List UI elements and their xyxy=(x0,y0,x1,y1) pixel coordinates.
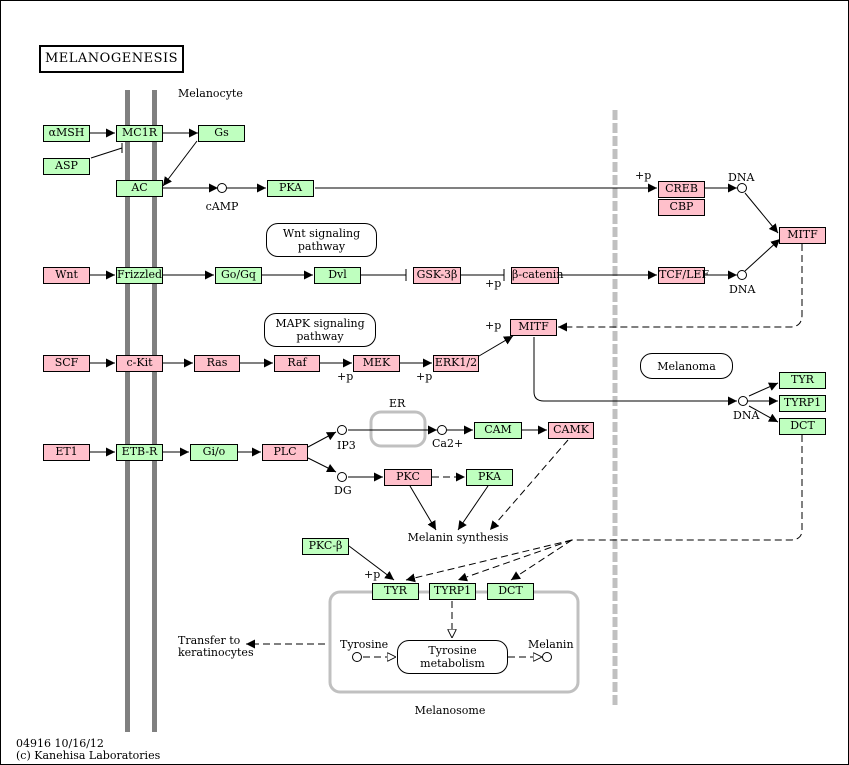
gene-ras[interactable]: Ras xyxy=(194,355,240,372)
gene-pkc[interactable]: PKC xyxy=(384,469,432,486)
gene-tcf-lef[interactable]: TCF/LEF xyxy=(658,267,709,284)
gene-dct[interactable]: DCT xyxy=(779,418,826,435)
gene-pka[interactable]: PKA xyxy=(267,180,314,197)
gene-tyr-melanosome[interactable]: TYR xyxy=(372,583,419,600)
tyrosine-metabolism-link[interactable]: Tyrosine metabolism xyxy=(397,640,508,674)
gene-mc1r[interactable]: MC1R xyxy=(116,125,163,142)
gene-gi-o[interactable]: Gi/o xyxy=(190,444,238,461)
gene-beta-catenin[interactable]: β-catenin xyxy=(511,267,563,284)
dna-label-2: DNA xyxy=(729,283,756,296)
er-label: ER xyxy=(389,397,406,410)
melanoma-pathway-link[interactable]: Melanoma xyxy=(640,353,733,379)
gene-wnt[interactable]: Wnt xyxy=(43,267,90,284)
gene-etb-r[interactable]: ETB-R xyxy=(116,444,163,461)
footer-copyright: (c) Kanehisa Laboratories xyxy=(16,749,161,762)
footer-code: 04916 10/16/12 xyxy=(16,737,104,750)
camp-label: cAMP xyxy=(205,200,239,213)
gene-dvl[interactable]: Dvl xyxy=(314,267,361,284)
gene-et1[interactable]: ET1 xyxy=(43,444,90,461)
gene-pka-2[interactable]: PKA xyxy=(466,469,513,486)
gene-mek[interactable]: MEK xyxy=(353,355,400,372)
dna-label-3: DNA xyxy=(733,409,760,422)
melanin-label: Melanin xyxy=(528,638,574,651)
gene-creb[interactable]: CREB xyxy=(658,181,705,198)
camp-compound xyxy=(217,183,227,193)
er-compartment xyxy=(369,410,427,448)
dg-label: DG xyxy=(334,484,352,497)
melanin-compound xyxy=(542,652,552,662)
gene-cbp[interactable]: CBP xyxy=(658,199,705,216)
gene-raf[interactable]: Raf xyxy=(274,355,320,372)
gene-asp[interactable]: ASP xyxy=(43,158,90,175)
gene-mitf-2[interactable]: MITF xyxy=(510,319,557,336)
gene-go-gq[interactable]: Go/Gq xyxy=(215,267,262,284)
dg-compound xyxy=(337,472,347,482)
gene-tyr[interactable]: TYR xyxy=(779,372,826,389)
cell-membrane-1 xyxy=(125,90,130,732)
dna-tyr-compound xyxy=(738,396,748,406)
gene-tyrp1[interactable]: TYRP1 xyxy=(779,395,826,412)
phospho-mek-label: +p xyxy=(337,370,354,383)
phospho-tyr-label: +p xyxy=(364,568,381,581)
gene-amsh[interactable]: αMSH xyxy=(43,125,90,142)
melanosome-label: Melanosome xyxy=(414,704,486,717)
ip3-compound xyxy=(337,425,347,435)
gene-frizzled[interactable]: Frizzled xyxy=(116,267,163,284)
phospho-bcat-label: +p xyxy=(485,277,502,290)
dna-creb-compound xyxy=(737,183,747,193)
gene-scf[interactable]: SCF xyxy=(43,355,90,372)
ca-label: Ca2+ xyxy=(432,437,464,450)
transfer-label: Transfer to keratinocytes xyxy=(178,634,254,659)
gene-plc[interactable]: PLC xyxy=(262,444,308,461)
gene-mitf[interactable]: MITF xyxy=(779,227,826,244)
gene-gs[interactable]: Gs xyxy=(198,125,245,142)
dna-label-1: DNA xyxy=(728,171,755,184)
cell-membrane-2 xyxy=(152,90,157,732)
phospho-erk-label: +p xyxy=(416,370,433,383)
mapk-pathway-link[interactable]: MAPK signaling pathway xyxy=(264,313,376,347)
gene-pkc-beta[interactable]: PKC-β xyxy=(302,538,349,555)
gene-erk[interactable]: ERK1/2 xyxy=(433,355,479,372)
gene-gsk3b[interactable]: GSK-3β xyxy=(413,267,461,284)
ca-compound xyxy=(437,425,447,435)
phospho-mitf-label: +p xyxy=(485,319,502,332)
tyrosine-compound xyxy=(352,652,362,662)
gene-camk[interactable]: CAMK xyxy=(548,422,594,439)
gene-dct-melanosome[interactable]: DCT xyxy=(487,583,534,600)
phospho-creb-label: +p xyxy=(635,169,652,182)
tyrosine-label: Tyrosine xyxy=(340,638,389,651)
pathway-title: MELANOGENESIS xyxy=(39,45,184,73)
melanocyte-label: Melanocyte xyxy=(178,87,243,100)
gene-cam[interactable]: CAM xyxy=(474,422,522,439)
dna-tcf-compound xyxy=(737,270,747,280)
ip3-label: IP3 xyxy=(337,439,356,452)
gene-tyrp1-melanosome[interactable]: TYRP1 xyxy=(429,583,476,600)
gene-ac[interactable]: AC xyxy=(116,180,163,197)
wnt-pathway-link[interactable]: Wnt signaling pathway xyxy=(266,223,377,257)
gene-c-kit[interactable]: c-Kit xyxy=(116,355,163,372)
melanin-synthesis-label: Melanin synthesis xyxy=(407,531,509,544)
